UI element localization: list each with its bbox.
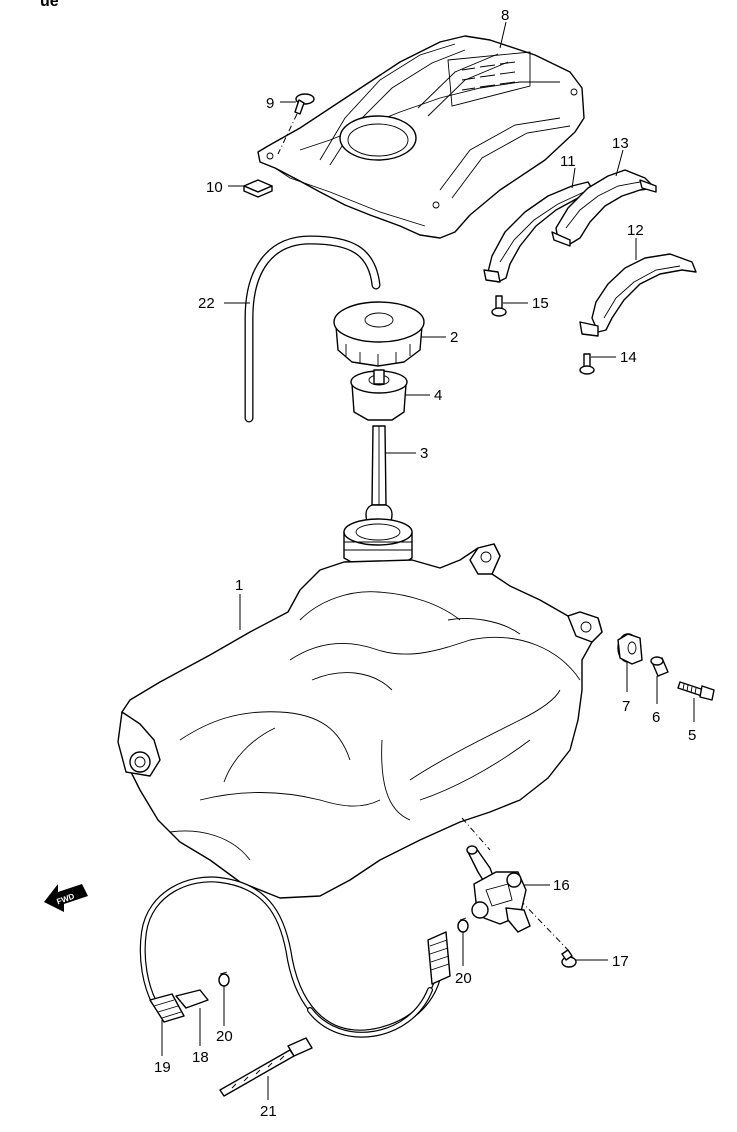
callout-22: 22 — [198, 295, 215, 312]
dash-line-16 — [461, 817, 491, 851]
header-fragment: ue — [40, 0, 59, 10]
part-16-fuel-cock — [466, 845, 531, 933]
part-10-nut — [243, 179, 273, 198]
callout-7: 7 — [622, 698, 630, 715]
part-20-clamp-right — [457, 917, 469, 933]
part-22-breather-hose — [244, 235, 381, 423]
callout-18: 18 — [192, 1049, 209, 1066]
part-13-bracket — [551, 169, 657, 247]
part-20-clamp-left — [218, 971, 230, 987]
part-8-tank-cover — [257, 35, 585, 239]
callout-20-right: 20 — [455, 970, 472, 987]
part-4-gasket — [350, 369, 408, 421]
callout-1: 1 — [235, 577, 243, 594]
callout-20-left: 20 — [216, 1028, 233, 1045]
part-14-bolt — [579, 353, 595, 375]
callout-10: 10 — [206, 179, 223, 196]
fuel-hose — [139, 876, 451, 1038]
part-1-fuel-tank — [117, 518, 603, 899]
callout-4: 4 — [434, 387, 442, 404]
callout-3: 3 — [420, 445, 428, 462]
dash-line-17 — [519, 899, 569, 951]
callout-14: 14 — [620, 349, 637, 366]
callout-19: 19 — [154, 1059, 171, 1076]
callout-11: 11 — [560, 153, 576, 170]
part-5-bolt — [677, 681, 715, 701]
callout-17: 17 — [612, 953, 629, 970]
part-2-fuel-cap — [333, 301, 425, 367]
callout-16: 16 — [553, 877, 570, 894]
callout-12: 12 — [627, 222, 644, 239]
callout-13: 13 — [612, 135, 629, 152]
callout-21: 21 — [260, 1103, 277, 1120]
callout-numbers: 8 9 10 11 13 12 15 14 22 2 4 3 1 7 6 5 1… — [154, 7, 696, 1120]
fwd-arrow-icon: FWD — [44, 884, 88, 912]
part-21-tie-strap — [219, 1037, 313, 1097]
part-6-collar — [650, 656, 669, 677]
part-15-bolt — [491, 295, 507, 317]
callout-6: 6 — [652, 709, 660, 726]
part-17-screw — [561, 949, 577, 968]
part-12-bracket — [579, 253, 697, 337]
callout-9: 9 — [266, 95, 274, 112]
callout-2: 2 — [450, 329, 458, 346]
callout-5: 5 — [688, 727, 696, 744]
dash-line-9 — [277, 113, 298, 155]
callout-8: 8 — [501, 7, 509, 24]
leader-lines — [161, 21, 695, 1100]
part-9-screw — [294, 93, 315, 115]
callout-15: 15 — [532, 295, 549, 312]
part-7-grommet — [617, 633, 643, 665]
